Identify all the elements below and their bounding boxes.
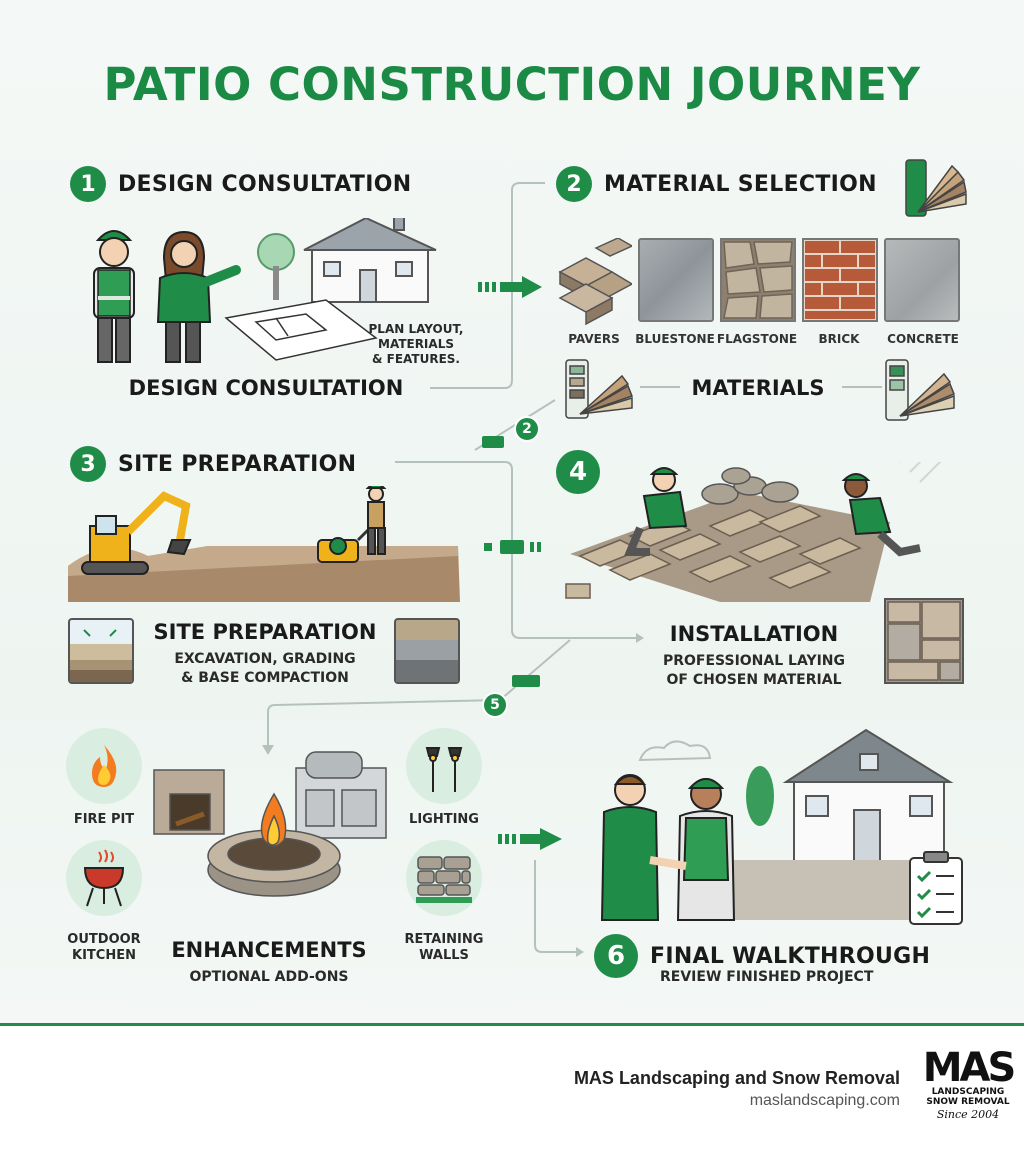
concrete-swatch bbox=[884, 238, 960, 322]
material-label: BLUESTONE bbox=[635, 332, 715, 346]
material-label: PAVERS bbox=[568, 332, 620, 346]
addon-fire-pit: FIRE PIT bbox=[73, 812, 135, 827]
outdoor-kitchen-circle bbox=[66, 840, 142, 916]
stone-wall-icon bbox=[416, 856, 472, 903]
pavers-swatch bbox=[558, 238, 632, 326]
step-heading: FINAL WALKTHROUGH bbox=[650, 943, 931, 969]
material-swatches bbox=[556, 238, 960, 326]
color-fan-icon bbox=[905, 159, 967, 217]
installation-desc: PROFESSIONAL LAYING OF CHOSEN MATERIAL bbox=[662, 653, 846, 688]
step-number: 6 bbox=[594, 934, 638, 978]
connector-badge: 2 bbox=[514, 416, 540, 442]
company-name: MAS Landscaping and Snow Removal bbox=[573, 1068, 900, 1088]
installation-subtitle: INSTALLATION bbox=[669, 622, 839, 646]
logo-line: LANDSCAPING bbox=[931, 1087, 1005, 1097]
step-heading: MATERIAL SELECTION bbox=[604, 171, 877, 197]
flow-connectors bbox=[262, 182, 644, 957]
design-subtitle: DESIGN CONSULTATION bbox=[128, 376, 404, 400]
page-title: PATIO CONSTRUCTION JOURNEY bbox=[103, 58, 921, 111]
material-labels: PAVERS BLUESTONE FLAGSTONE BRICK CONCRET… bbox=[554, 332, 966, 346]
material-label: CONCRETE bbox=[887, 332, 959, 346]
site-prep-subtitle: SITE PREPARATION bbox=[153, 620, 377, 644]
grading-layer-icon bbox=[68, 618, 134, 684]
site-preparation-illustration bbox=[68, 486, 460, 602]
brick-swatch bbox=[802, 238, 878, 322]
addon-lighting: LIGHTING bbox=[409, 812, 479, 827]
logo-line: SNOW REMOVAL bbox=[926, 1096, 1010, 1107]
final-walkthrough-desc: REVIEW FINISHED PROJECT bbox=[660, 969, 874, 985]
step-number: 3 bbox=[70, 446, 106, 482]
footer bbox=[0, 1026, 1024, 1154]
lamp-icon bbox=[425, 747, 463, 792]
hard-hat-worker-icon bbox=[93, 230, 135, 363]
enhancements-subtitle: ENHANCEMENTS bbox=[171, 938, 367, 962]
addon-outdoor-kitchen: OUTDOOR KITCHEN bbox=[67, 932, 141, 964]
color-fan-icon bbox=[565, 359, 633, 419]
blueprint-icon bbox=[224, 299, 378, 361]
checklist-icon bbox=[909, 851, 963, 925]
bluestone-swatch bbox=[638, 238, 714, 322]
enhancements-desc: OPTIONAL ADD-ONS bbox=[189, 969, 349, 985]
house-icon bbox=[303, 218, 437, 303]
handshake-icon bbox=[600, 774, 736, 921]
company-logo: MAS LANDSCAPING SNOW REMOVAL Since 2004 bbox=[912, 1048, 1024, 1121]
step-heading: DESIGN CONSULTATION bbox=[118, 171, 412, 197]
divider bbox=[842, 386, 882, 388]
installation-illustration bbox=[565, 462, 942, 602]
color-fan-icon bbox=[885, 359, 955, 421]
step-3-header: 3 SITE PREPARATION bbox=[70, 446, 356, 482]
paver-pattern-icon bbox=[884, 598, 964, 684]
step-1-header: 1 DESIGN CONSULTATION bbox=[70, 166, 411, 202]
excavator-icon bbox=[81, 491, 192, 575]
material-label: BRICK bbox=[818, 332, 860, 346]
step-number: 4 bbox=[556, 450, 600, 494]
website-link[interactable]: maslandscaping.com bbox=[749, 1092, 900, 1109]
retaining-walls-circle bbox=[406, 840, 482, 916]
step-number: 5 bbox=[482, 692, 508, 718]
site-prep-desc: EXCAVATION, GRADING & BASE COMPACTION bbox=[174, 651, 356, 686]
step-number: 1 bbox=[70, 166, 106, 202]
design-note: PLAN LAYOUT, MATERIALS & FEATURES. bbox=[368, 322, 464, 366]
step-heading: SITE PREPARATION bbox=[118, 451, 357, 477]
step-2-header: 2 MATERIAL SELECTION bbox=[556, 166, 877, 202]
final-walkthrough-illustration bbox=[600, 728, 963, 925]
divider bbox=[640, 386, 680, 388]
materials-subtitle: MATERIALS bbox=[691, 376, 825, 400]
fire-icon bbox=[92, 745, 117, 787]
step-6-header: 6 FINAL WALKTHROUGH bbox=[594, 934, 930, 978]
material-label: FLAGSTONE bbox=[716, 332, 798, 346]
base-layer-icon bbox=[394, 618, 460, 684]
design-consultation-illustration bbox=[93, 218, 437, 363]
step-number: 2 bbox=[556, 166, 592, 202]
logo-mark: MAS bbox=[922, 1048, 1017, 1091]
flagstone-swatch bbox=[720, 238, 796, 322]
lighting-circle bbox=[406, 728, 482, 804]
grill-icon bbox=[83, 849, 125, 907]
footer-divider bbox=[0, 1023, 1024, 1026]
logo-since: Since 2004 bbox=[936, 1107, 1000, 1121]
plate-compactor-icon bbox=[317, 486, 387, 563]
fire-pit-circle bbox=[66, 728, 142, 804]
addon-retaining-walls: RETAINING WALLS bbox=[404, 932, 484, 964]
enhancements-illustration bbox=[153, 751, 387, 897]
